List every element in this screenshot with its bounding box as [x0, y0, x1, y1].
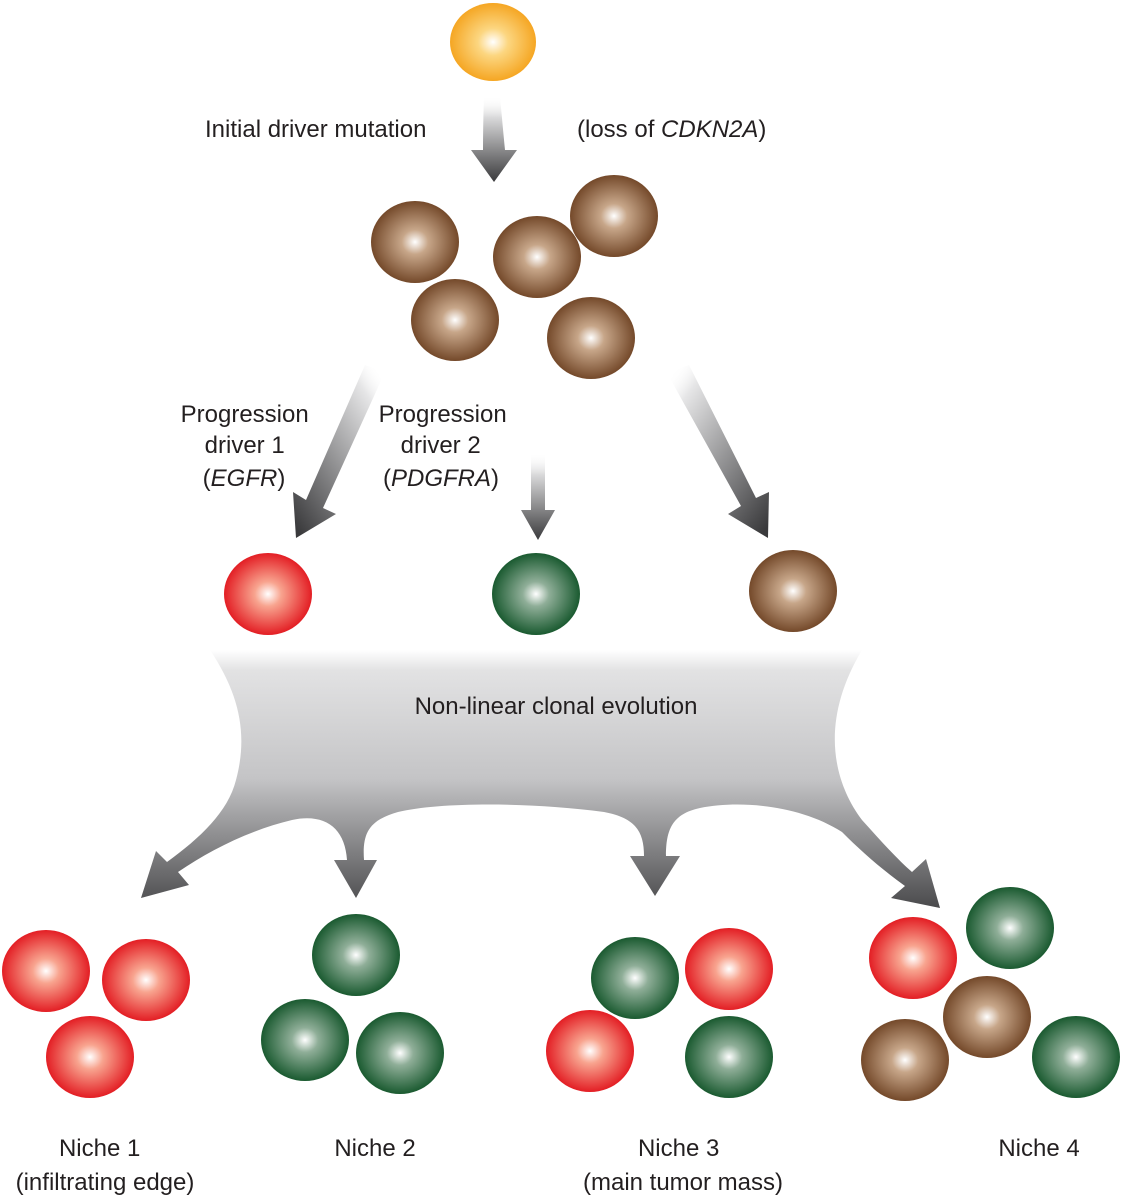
red-cell [102, 939, 190, 1021]
brown-clone-cell [749, 550, 837, 632]
brown-cell [861, 1019, 949, 1101]
green-cell [591, 937, 679, 1019]
brown-cell [411, 279, 499, 361]
brown-cell [570, 175, 658, 257]
progression-driver-1-label: Progression driver 1 (EGFR) [181, 401, 316, 492]
evolution-label: Non-linear clonal evolution [415, 693, 698, 720]
founder-cell [450, 3, 536, 81]
brown-cell [371, 201, 459, 283]
initial-driver-label: Initial driver mutation [205, 116, 426, 143]
green-clone-cell [492, 553, 580, 635]
green-cell [685, 1016, 773, 1098]
brown-clone-cluster [371, 175, 658, 379]
niche-1-cells [2, 930, 190, 1098]
red-cell [46, 1016, 134, 1098]
red-clone-cell [224, 553, 312, 635]
loss-of-gene-label: (loss of CDKN2A) [577, 116, 766, 143]
brown-cell [943, 976, 1031, 1058]
green-cell [356, 1012, 444, 1094]
progression-arrow-1 [293, 365, 385, 538]
niche-2-cells [261, 914, 444, 1094]
niche-2-label: Niche 2 [334, 1135, 415, 1162]
red-cell [2, 930, 90, 1012]
niche-1-label: Niche 1 (infiltrating edge) [16, 1135, 195, 1196]
red-cell [685, 928, 773, 1010]
green-cell [966, 887, 1054, 969]
evolution-funnel [141, 650, 940, 908]
progression-arrow-3 [667, 365, 769, 538]
niche-4-label: Niche 4 [998, 1135, 1079, 1162]
initial-mutation-arrow [471, 96, 517, 182]
progression-driver-2-label: Progression driver 2 (PDGFRA) [379, 401, 514, 492]
red-cell [869, 917, 957, 999]
niche-3-cells [546, 928, 773, 1098]
green-cell [312, 914, 400, 996]
niche-3-label: Niche 3 (main tumor mass) [583, 1135, 783, 1196]
niche-4-cells [861, 887, 1120, 1101]
progression-arrow-2 [521, 453, 555, 540]
red-cell [546, 1010, 634, 1092]
green-cell [1032, 1016, 1120, 1098]
brown-cell [547, 297, 635, 379]
green-cell [261, 999, 349, 1081]
brown-cell [493, 216, 581, 298]
